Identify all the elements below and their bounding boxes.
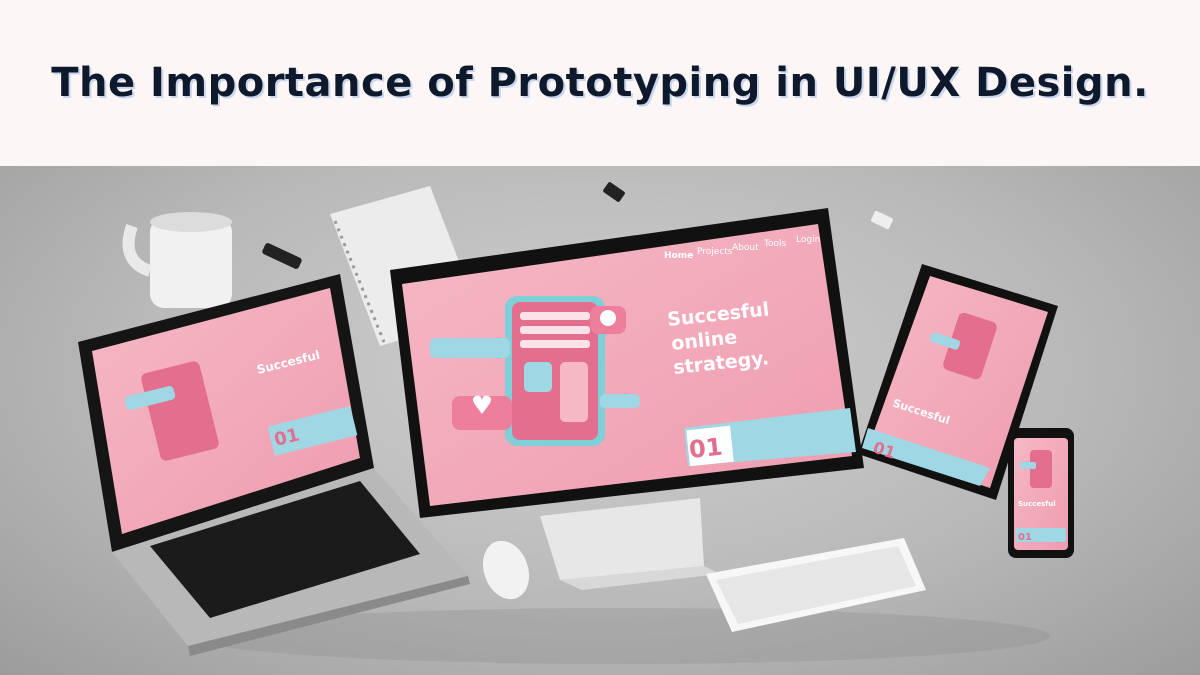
usb-stick-icon (262, 243, 302, 269)
heart-icon (473, 395, 491, 414)
device-illustration: Succesful 01 Home Projects About Tools L… (78, 182, 1074, 664)
desktop-monitor: Home Projects About Tools Login Succesfu… (390, 208, 864, 590)
laptop-device: Succesful 01 (78, 274, 470, 656)
tablet-screen (868, 276, 1048, 488)
title-banner: The Importance of Prototyping in UI/UX D… (0, 0, 1200, 166)
phone-device: Succesful 01 (1008, 428, 1074, 558)
floor-shadow (190, 608, 1050, 664)
nav-home[interactable]: Home (664, 251, 693, 261)
nav-login[interactable]: Login (796, 235, 820, 245)
nav-tools[interactable]: Tools (763, 239, 786, 249)
phone-number: 01 (1018, 532, 1032, 543)
phone-headline: Succesful (1018, 500, 1056, 508)
chat-bubble-icon (600, 310, 616, 326)
device-mockup-scene: Succesful 01 Home Projects About Tools L… (0, 166, 1200, 675)
nav-about[interactable]: About (732, 243, 759, 253)
phone-illustration (430, 296, 640, 446)
monitor-stand (540, 498, 704, 580)
page-title: The Importance of Prototyping in UI/UX D… (51, 60, 1149, 106)
mouse-device (482, 540, 530, 600)
nav-projects[interactable]: Projects (697, 247, 733, 257)
usb-stick-icon (871, 210, 893, 230)
laptop-keyboard (150, 481, 420, 618)
mug-icon (122, 212, 232, 308)
binder-clip-icon (603, 182, 625, 202)
keyboard-device (706, 538, 926, 632)
monitor-number: 01 (688, 433, 724, 464)
